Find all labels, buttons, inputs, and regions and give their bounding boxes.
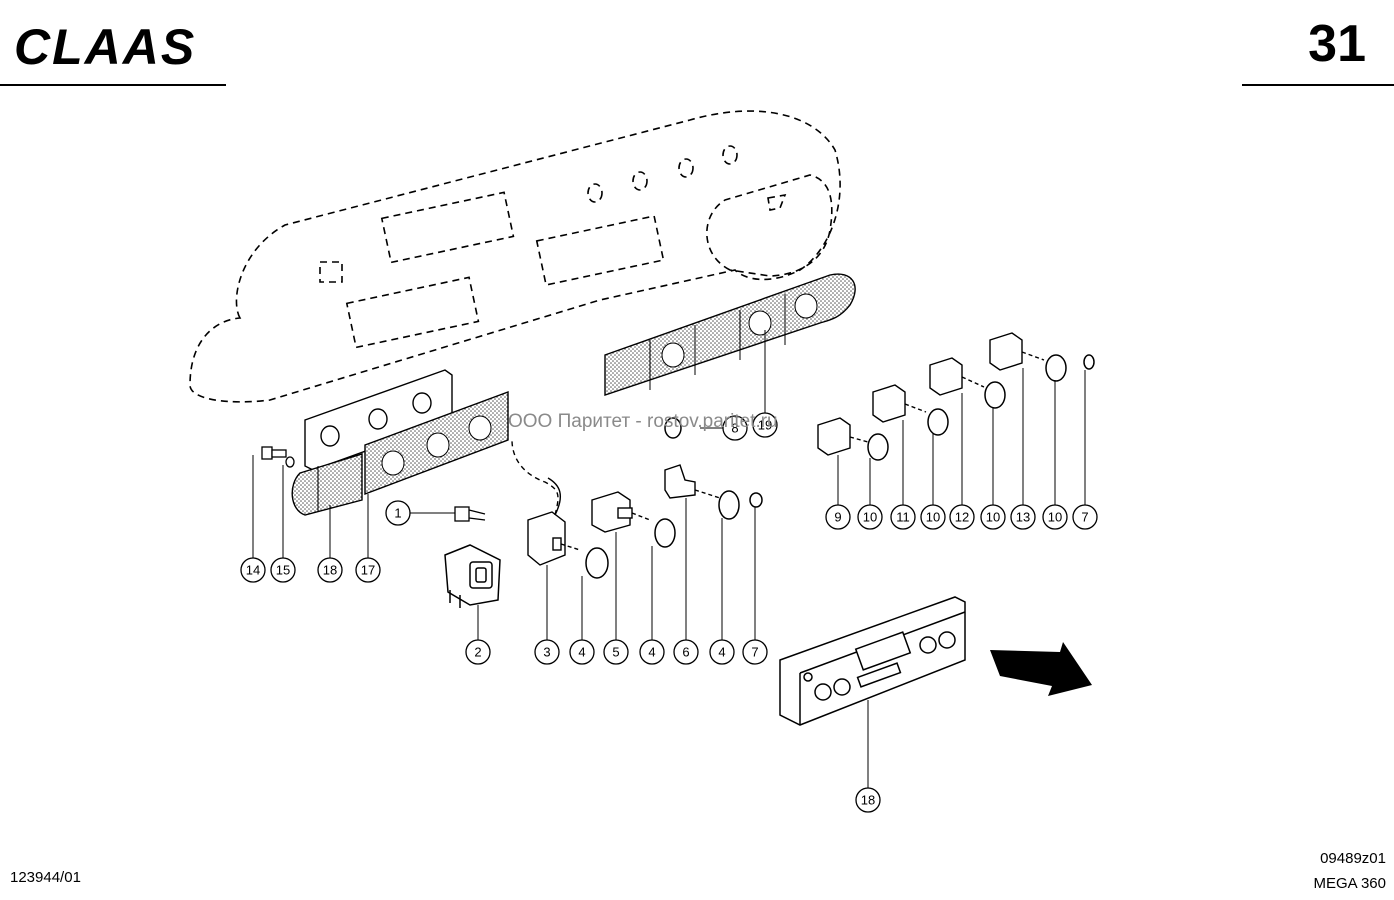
- switch-12: [929, 357, 963, 396]
- knob-10b: [927, 408, 949, 436]
- view-direction-arrow: [990, 642, 1092, 696]
- callout-10c: 10: [986, 510, 1000, 525]
- climate-control-unit: [779, 596, 966, 726]
- bolt-14: [261, 446, 287, 460]
- header-rule-right: [1242, 84, 1394, 86]
- dashboard-outline: [189, 110, 841, 403]
- callout-18b: 18: [861, 793, 875, 808]
- cap-7b: [1083, 354, 1095, 370]
- callout-10b: 10: [926, 510, 940, 525]
- knob-10a: [867, 433, 889, 461]
- callout-9: 9: [834, 510, 841, 525]
- header-rule-left: [0, 84, 226, 86]
- trim-strip-17: [364, 390, 509, 496]
- rotary-switch-3: [511, 439, 581, 566]
- callout-4b: 4: [648, 645, 655, 660]
- callout-10d: 10: [1048, 510, 1062, 525]
- callout-5: 5: [612, 645, 619, 660]
- drawing-code: 09489z01: [1320, 850, 1386, 867]
- watermark: ООО Паритет - rostov.paritet.ru: [508, 411, 778, 432]
- callout-7a: 7: [751, 645, 758, 660]
- knobs: [585, 354, 1095, 579]
- callout-7b: 7: [1081, 510, 1088, 525]
- callout-3: 3: [543, 645, 550, 660]
- document-code: 123944/01: [10, 869, 81, 886]
- callout-4c: 4: [718, 645, 725, 660]
- switches-right-row: [817, 332, 1045, 456]
- callout-numbers: 1 2 3 4 5 4 6 4 7 9 10 11 10 12 10 13 10…: [246, 418, 1089, 808]
- callout-13: 13: [1016, 510, 1030, 525]
- switch-13: [989, 332, 1023, 371]
- callout-15: 15: [276, 563, 290, 578]
- callout-17: 17: [361, 563, 375, 578]
- callout-4a: 4: [578, 645, 585, 660]
- claas-logo-text: CLAAS: [14, 20, 196, 72]
- rocker-switch-2: [444, 544, 501, 608]
- callout-10a: 10: [863, 510, 877, 525]
- cap-7a: [749, 492, 763, 508]
- knob-4c: [718, 490, 740, 520]
- switch-5: [591, 491, 651, 533]
- claas-logo: CLAAS: [14, 20, 196, 72]
- model-name: MEGA 360: [1313, 875, 1386, 892]
- knob-4a: [585, 547, 609, 579]
- callout-11: 11: [896, 510, 910, 525]
- bracket-6: [664, 464, 721, 499]
- washer-15: [285, 456, 295, 468]
- trim-strip-18: [291, 453, 363, 516]
- trim-panel-right: [604, 273, 856, 396]
- switch-9: [817, 417, 851, 456]
- callout-19: 19: [758, 418, 772, 433]
- callout-18a: 18: [323, 563, 337, 578]
- callout-12: 12: [955, 510, 969, 525]
- callout-14: 14: [246, 563, 260, 578]
- knob-10d: [1045, 354, 1067, 382]
- knob-4b: [654, 518, 676, 548]
- callout-6: 6: [682, 645, 689, 660]
- connector-1: [454, 506, 486, 522]
- knob-10c: [984, 381, 1006, 409]
- bulb-8: [664, 417, 682, 439]
- switch-panel-plate: [304, 369, 453, 471]
- switch-11: [872, 384, 906, 423]
- leader-lines: [252, 330, 1086, 790]
- callout-2: 2: [474, 645, 481, 660]
- page-number: 31: [1308, 15, 1366, 73]
- callout-1: 1: [394, 506, 401, 521]
- callout-8: 8: [731, 421, 738, 436]
- callout-bubbles: [240, 412, 1098, 813]
